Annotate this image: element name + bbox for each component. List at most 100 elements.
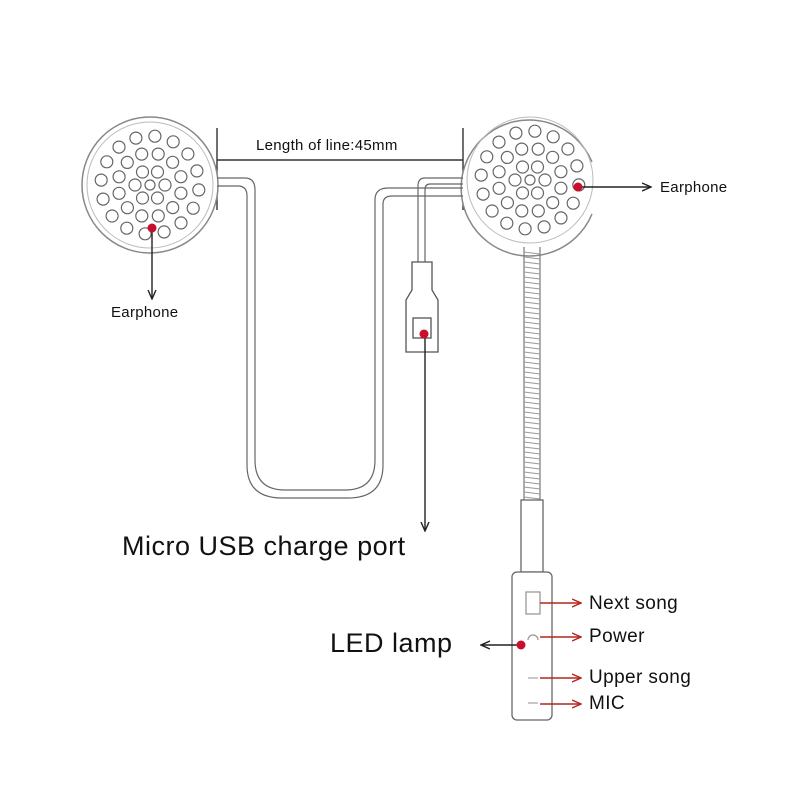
speaker-hole <box>151 147 165 161</box>
boom-rib <box>523 301 541 305</box>
speaker-hole <box>112 170 126 184</box>
speaker-hole <box>135 209 149 223</box>
speaker-hole <box>500 216 514 230</box>
boom-rib <box>523 296 541 300</box>
speaker-hole <box>94 173 108 187</box>
marker-usb-port <box>419 329 429 339</box>
callout-markers <box>147 182 583 650</box>
speaker-hole <box>554 211 568 225</box>
boom-rib <box>523 471 541 475</box>
speaker-hole <box>531 142 545 156</box>
speaker-hole <box>112 186 126 200</box>
boom-rib <box>523 336 541 340</box>
speaker-hole <box>135 165 150 179</box>
speaker-hole <box>546 130 560 144</box>
boom-rib <box>523 431 541 435</box>
boom-rib <box>523 306 541 310</box>
speaker-hole <box>120 155 134 169</box>
speaker-hole <box>515 160 530 174</box>
boom-rib <box>523 346 541 350</box>
boom-rib <box>523 416 541 420</box>
speaker-hole <box>181 147 195 161</box>
boom-rib <box>523 386 541 390</box>
pointer-arrows <box>152 187 650 704</box>
speaker-hole <box>508 173 522 187</box>
control-unit <box>511 499 553 721</box>
boom-rib <box>523 366 541 370</box>
right-speaker-grille <box>474 124 586 236</box>
boom-rib <box>523 491 541 495</box>
speaker-hole <box>129 131 143 145</box>
boom-rib <box>523 371 541 375</box>
speaker-hole <box>148 129 162 143</box>
boom-rib <box>523 351 541 355</box>
boom-rib <box>523 276 541 280</box>
boom-rib <box>523 266 541 270</box>
speaker-hole <box>509 126 523 140</box>
speaker-hole <box>150 165 165 179</box>
speaker-hole <box>492 135 506 149</box>
speaker-hole <box>100 155 114 169</box>
left-earphone-label: Earphone <box>111 304 179 321</box>
speaker-hole <box>135 191 150 205</box>
speaker-hole <box>531 204 545 218</box>
speaker-hole <box>166 135 180 149</box>
speaker-hole <box>492 181 506 195</box>
boom-rib <box>523 496 541 500</box>
led-lamp-label: LED lamp <box>330 628 453 658</box>
boom-rib <box>523 281 541 285</box>
mic-label: MIC <box>589 693 626 714</box>
speaker-hole <box>150 191 165 205</box>
boom-rib <box>523 411 541 415</box>
usb-port-label: Micro USB charge port <box>122 531 406 561</box>
speaker-hole <box>570 159 584 173</box>
speaker-hole <box>151 209 165 223</box>
boom-rib <box>523 261 541 265</box>
speaker-hole <box>546 196 560 210</box>
right-earphone <box>460 116 594 257</box>
speaker-hole <box>524 174 536 186</box>
marker-left-earphone <box>147 223 157 233</box>
speaker-hole <box>186 201 200 215</box>
speaker-hole <box>515 186 530 200</box>
speaker-hole <box>166 201 180 215</box>
speaker-hole <box>166 155 180 169</box>
speaker-hole <box>530 160 545 174</box>
boom-rib <box>523 476 541 480</box>
speaker-hole <box>158 178 172 192</box>
boom-rib <box>523 341 541 345</box>
boom-rib <box>523 486 541 490</box>
boom-rib <box>523 251 541 255</box>
right-earphone-label: Earphone <box>660 179 728 196</box>
boom-rib <box>523 481 541 485</box>
speaker-hole <box>545 150 560 164</box>
dimension-label: Length of line:45mm <box>256 137 398 154</box>
boom-rib <box>523 421 541 425</box>
upper-song-label: Upper song <box>589 667 692 688</box>
speaker-hole <box>105 209 119 223</box>
speaker-hole <box>500 196 514 210</box>
speaker-hole <box>566 196 580 210</box>
marker-led-lamp <box>516 640 526 650</box>
speaker-hole <box>174 170 188 184</box>
speaker-hole <box>192 183 206 197</box>
left-earphone <box>81 116 219 254</box>
speaker-hole <box>120 201 135 215</box>
power-label: Power <box>589 626 645 647</box>
speaker-hole <box>500 150 514 164</box>
speaker-hole <box>530 186 545 200</box>
boom-rib <box>523 426 541 430</box>
usb-cable <box>417 177 463 262</box>
speaker-hole <box>485 204 499 218</box>
boom-rib <box>523 331 541 335</box>
left-speaker-grille <box>94 129 206 241</box>
boom-rib <box>523 316 541 320</box>
speaker-hole <box>518 222 532 236</box>
speaker-hole <box>474 168 488 182</box>
speaker-hole <box>112 140 126 154</box>
speaker-hole <box>554 165 568 179</box>
speaker-hole <box>561 142 575 156</box>
boom-rib <box>523 456 541 460</box>
speaker-hole <box>515 204 529 218</box>
